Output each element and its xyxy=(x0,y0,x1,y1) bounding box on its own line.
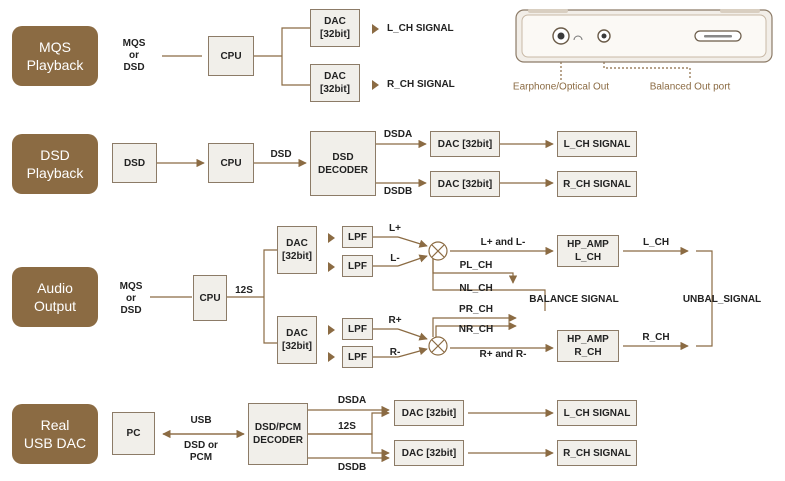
balanced-out-port-caption: Balanced Out port xyxy=(649,81,731,93)
signal-label-nl-ch: NL_CH xyxy=(459,283,493,294)
output-r-ch-signal-box: R_CH SIGNAL xyxy=(557,171,637,197)
earphone-optical-out-caption: Earphone/Optical Out xyxy=(512,81,610,93)
cpu-box: CPU xyxy=(193,275,227,321)
input-label-mqs-or-dsd: MQS or DSD xyxy=(119,281,143,316)
arrowhead-icon xyxy=(372,80,379,90)
cpu-box: CPU xyxy=(208,143,254,183)
dac-b-box: DAC [32bit] xyxy=(394,440,464,466)
output-l-ch-signal-box: L_CH SIGNAL xyxy=(557,131,637,157)
dsd-decoder-box: DSD DECODER xyxy=(310,131,376,196)
signal-label-r-plus-and-r-minus: R+ and R- xyxy=(479,349,527,360)
link-label-dsda: DSDA xyxy=(383,129,413,140)
section-mqs-playback: MQS Playback xyxy=(12,26,98,86)
signal-label-l-ch: L_CH xyxy=(642,237,670,248)
dsd-input-box: DSD xyxy=(112,143,157,183)
input-label-mqs-or-dsd: MQS or DSD xyxy=(122,38,146,73)
output-label-r-ch-signal: R_CH SIGNAL xyxy=(387,79,455,90)
lpf-box-1: LPF xyxy=(342,226,373,248)
signal-label-r-ch: R_CH xyxy=(642,332,670,343)
unbal-signal-label: UNBAL_SIGNAL xyxy=(682,294,762,305)
link-label-i2s: 12S xyxy=(235,285,253,296)
arrowhead-icon xyxy=(328,262,335,272)
link-label-dsd-or-pcm: DSD or PCM xyxy=(184,440,218,463)
output-r-ch-signal-box: R_CH SIGNAL xyxy=(557,440,637,466)
signal-label-l-plus: L+ xyxy=(389,223,401,234)
signal-label-pl-ch: PL_CH xyxy=(459,260,493,271)
signal-label-pr-ch: PR_CH xyxy=(459,304,493,315)
section-audio-output: Audio Output xyxy=(12,267,98,327)
signal-label-r-minus: R- xyxy=(389,347,401,358)
link-label-dsdb: DSDB xyxy=(383,186,413,197)
link-label-i2s: 12S xyxy=(338,421,356,432)
hp-amp-l-box: HP_AMP L_CH xyxy=(557,235,619,267)
link-label-usb: USB xyxy=(190,415,212,426)
dac-bottom-box: DAC [32bit] xyxy=(277,316,317,364)
pc-box: PC xyxy=(112,412,155,455)
output-l-ch-signal-box: L_CH SIGNAL xyxy=(557,400,637,426)
hp-amp-r-box: HP_AMP R_CH xyxy=(557,330,619,362)
arrowhead-icon xyxy=(328,352,335,362)
dac-r-box: DAC [32bit] xyxy=(310,64,360,102)
section-real-usb-dac: Real USB DAC xyxy=(12,404,98,464)
signal-label-nr-ch: NR_CH xyxy=(458,324,494,335)
arrowhead-icon xyxy=(372,24,379,34)
dac-a-box: DAC [32bit] xyxy=(394,400,464,426)
dac-a-box: DAC [32bit] xyxy=(430,131,500,157)
dac-l-box: DAC [32bit] xyxy=(310,9,360,47)
balance-signal-label: BALANCE SIGNAL xyxy=(529,294,619,305)
section-dsd-playback: DSD Playback xyxy=(12,134,98,194)
signal-label-r-plus: R+ xyxy=(388,315,402,326)
signal-label-l-minus: L- xyxy=(390,253,400,264)
arrowhead-icon xyxy=(328,325,335,335)
cpu-box: CPU xyxy=(208,36,254,76)
arrowhead-icon xyxy=(328,233,335,243)
link-label-dsda: DSDA xyxy=(337,395,367,406)
mixer-node-top xyxy=(428,241,448,261)
signal-label-l-plus-and-l-minus: L+ and L- xyxy=(480,237,526,248)
dsd-pcm-decoder-box: DSD/PCM DECODER xyxy=(248,403,308,465)
lpf-box-4: LPF xyxy=(342,346,373,368)
mixer-node-bottom xyxy=(428,336,448,356)
output-label-l-ch-signal: L_CH SIGNAL xyxy=(387,23,454,34)
dac-top-box: DAC [32bit] xyxy=(277,226,317,274)
link-label-dsdb: DSDB xyxy=(337,462,367,473)
player-device-illustration xyxy=(515,9,773,63)
lpf-box-2: LPF xyxy=(342,255,373,277)
dac-b-box: DAC [32bit] xyxy=(430,171,500,197)
link-label-dsd: DSD xyxy=(270,149,292,160)
lpf-box-3: LPF xyxy=(342,318,373,340)
